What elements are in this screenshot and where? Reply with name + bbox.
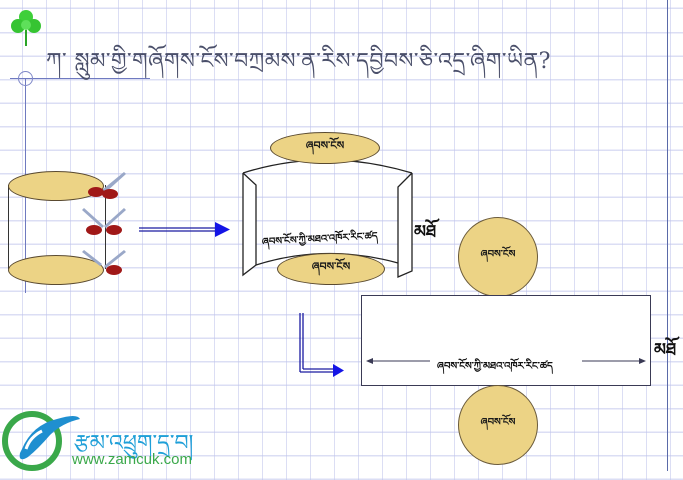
net-bottom-base-circle: ཞབས་ངོས: [458, 385, 538, 465]
double-arrow-icon: [366, 358, 646, 364]
open-cylinder-height-label: མཐོ: [414, 222, 437, 242]
rectangle-height-label: མཐོ: [654, 340, 677, 360]
open-cylinder-top-base: ཞབས་ངོས: [270, 132, 380, 164]
lateral-surface-rectangle: [361, 295, 651, 386]
logo-url-link[interactable]: www.zamcuk.com: [72, 451, 193, 468]
title-underline: [10, 78, 150, 79]
right-margin-rule: [667, 0, 668, 471]
rectangle-length-label: ཞབས་ངོས་ཀྱི་མཐའ་འཁོར་རིང་ཚད: [437, 361, 553, 372]
down-right-arrow-icon: [299, 313, 344, 377]
scissors-icon: [82, 208, 126, 235]
net-top-base-circle: ཞབས་ངོས: [458, 217, 538, 297]
closed-cylinder: [8, 171, 106, 285]
logo-tibetan-text: རྩམ་འཕྲུག་དྲ་བ།: [74, 431, 194, 456]
right-arrow-icon: [139, 222, 230, 237]
crosshair-icon: [18, 71, 33, 86]
scissors-icon: [88, 172, 126, 199]
scissors-icon: [82, 250, 126, 275]
question-title: ཀ་ སླུམ་གྱི་གཞོགས་ངོས་བཀྲམས་ན་རིས་དབྱིབས…: [46, 49, 551, 74]
clover-icon: [11, 10, 41, 46]
zamcuk-logo-icon: [2, 411, 80, 471]
open-cylinder-bottom-base: ཞབས་ངོས: [277, 253, 385, 285]
cylinder-bottom-base: [8, 255, 104, 285]
cylinder-top-base: [8, 171, 104, 201]
